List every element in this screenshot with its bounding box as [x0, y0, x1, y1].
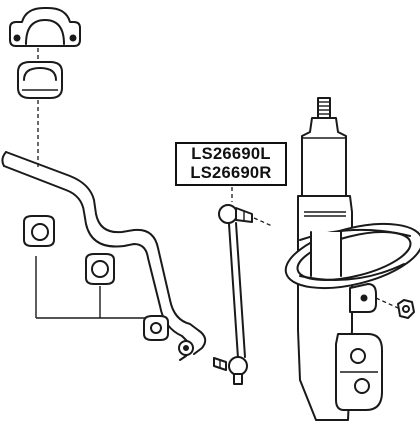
stabilizer-bushing-upper — [17, 61, 63, 99]
part-number-label: LS26690L LS26690R — [175, 142, 287, 186]
part-number-left: LS26690L — [191, 145, 271, 163]
stabilizer-bushing-small — [143, 315, 169, 341]
bushing-bracket-lines — [35, 256, 146, 319]
flange-nut — [397, 299, 415, 319]
strut-assembly — [284, 97, 420, 421]
stabilizer-bracket — [9, 7, 81, 47]
stabilizer-link — [213, 187, 273, 385]
stabilizer-bushing-center — [85, 253, 115, 285]
stabilizer-bar — [1, 151, 207, 361]
stabilizer-bushing-left — [23, 215, 55, 247]
part-number-right: LS26690R — [190, 164, 272, 182]
